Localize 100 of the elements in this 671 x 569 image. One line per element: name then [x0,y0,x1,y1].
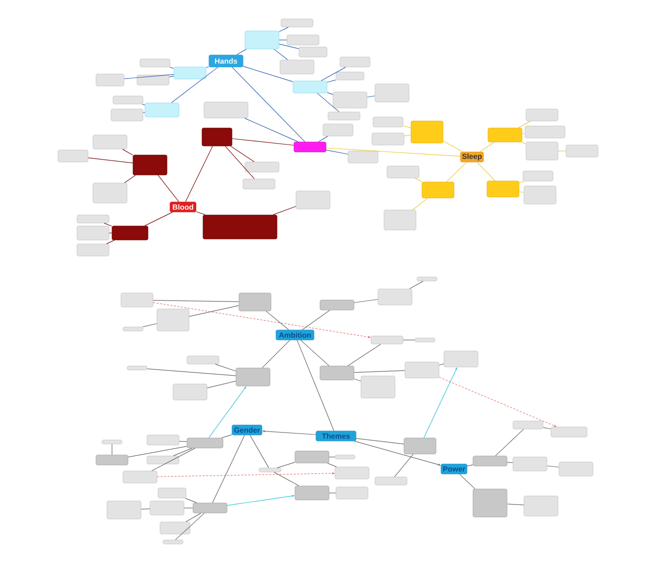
note-box [512,420,544,430]
connector [522,133,526,134]
note-box [126,366,148,370]
connector [104,222,112,226]
note-box [144,102,180,118]
connector [152,300,240,302]
connector [328,456,336,458]
connector [242,66,294,82]
note-box [146,456,180,464]
note-box [296,190,330,210]
connector [442,140,463,152]
connector [185,146,213,202]
note-box [238,292,272,312]
connector [300,340,330,366]
connector [186,512,202,522]
connector [274,472,300,486]
connector [206,380,236,388]
note-box [280,60,314,74]
connector [188,305,240,317]
note-box [96,454,128,466]
note-box [384,210,416,230]
note-box [334,466,370,480]
note-box [242,178,276,190]
connector [404,134,412,136]
note-box [202,128,232,146]
connector [88,157,134,164]
note-box [204,102,248,118]
connector [328,492,336,494]
connector [244,118,298,142]
note-box [120,292,154,308]
note-box [92,134,128,150]
note-box [422,182,454,198]
note-box [416,276,438,282]
connector [506,504,524,506]
note-box [320,366,354,380]
note-box [488,128,522,142]
connector [296,340,334,432]
note-box [524,496,558,516]
note-box [156,308,190,332]
connector [124,74,174,80]
note-box [136,74,170,86]
connector [278,44,300,49]
connector [394,454,414,478]
note-box [404,438,436,454]
connector [122,148,134,156]
connector [318,136,328,142]
note-box [414,338,436,342]
note-box [334,454,356,460]
note-box [328,112,360,120]
connector [302,310,330,330]
note-box [140,58,170,68]
connector [144,212,173,226]
note-box [96,74,124,86]
note-box [566,144,598,158]
connector [366,96,376,98]
connector [354,378,362,382]
note-box [258,468,282,472]
connector [168,76,174,78]
note-box [378,288,412,306]
note-box [410,120,444,144]
note-box [336,72,364,80]
note-box [76,226,110,240]
connector [272,206,296,216]
connector [326,150,348,154]
connector [215,364,236,372]
note-box [112,226,148,240]
note-box [512,456,548,472]
connector [266,310,289,330]
connector [222,434,232,438]
note-box [374,476,408,486]
note-box [236,368,270,386]
connector [356,438,404,444]
note-box [192,502,228,514]
connector [178,440,188,442]
note-box [348,150,378,164]
note-box [244,162,280,172]
connector [521,142,526,144]
note-box [202,214,278,240]
connector [124,174,136,184]
connector [326,80,336,83]
note-box [186,356,220,364]
connector [546,466,560,468]
note-box [122,326,144,332]
connector [558,150,566,152]
connector [518,191,524,193]
note-box [332,92,368,108]
note-box [372,132,404,146]
note-box [158,488,186,498]
connector [446,162,467,182]
note-box [522,170,554,182]
connector [518,120,531,128]
note-box [132,154,168,176]
note-box [404,362,440,378]
note-box [294,486,330,500]
connector [274,48,288,60]
note-box [526,108,558,122]
note-box [146,434,180,446]
note-box [472,488,508,518]
note-box [58,150,88,162]
connector [326,92,334,95]
